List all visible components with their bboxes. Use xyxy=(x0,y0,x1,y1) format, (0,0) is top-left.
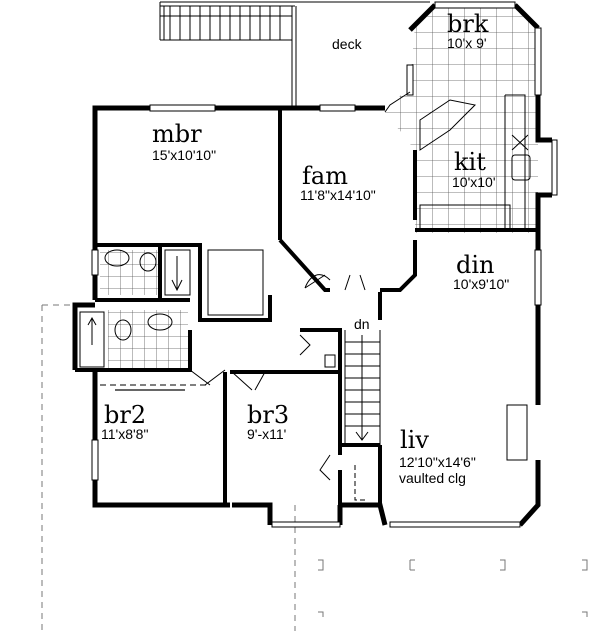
liv-room-note: vaulted clg xyxy=(399,470,466,486)
fam-room-dims: 11'8"x14'10" xyxy=(300,187,376,203)
liv-room-dims: 12'10"x14'6" xyxy=(399,454,476,470)
foundation-markers xyxy=(318,559,588,617)
mbr-room-name: mbr xyxy=(152,120,202,148)
deck-structure xyxy=(159,1,430,108)
mbr-room-dims: 15'x10'10" xyxy=(152,147,217,163)
br2-room-dims: 11'x8'8" xyxy=(101,426,149,442)
br2-room-name: br2 xyxy=(104,401,147,429)
din-room-dims: 10'x9'10" xyxy=(453,276,510,292)
windows xyxy=(91,1,558,528)
brk-room-name: brk xyxy=(447,10,489,38)
kit-room-name: kit xyxy=(454,148,486,176)
fam-room-name: fam xyxy=(302,162,348,190)
master-bath-tile-floor xyxy=(100,250,160,295)
liv-room-name: liv xyxy=(400,426,429,454)
kit-room-dims: 10'x10' xyxy=(452,174,496,190)
garage-outline xyxy=(41,304,296,631)
br3-room-dims: 9'-x11' xyxy=(247,426,287,442)
din-room-name: din xyxy=(456,251,495,279)
br3-room-name: br3 xyxy=(247,401,290,429)
brk-room-dims: 10'x 9' xyxy=(447,35,487,51)
stairs-dn-label: dn xyxy=(354,316,370,332)
deck-label: deck xyxy=(332,36,362,52)
fixtures xyxy=(79,91,531,501)
